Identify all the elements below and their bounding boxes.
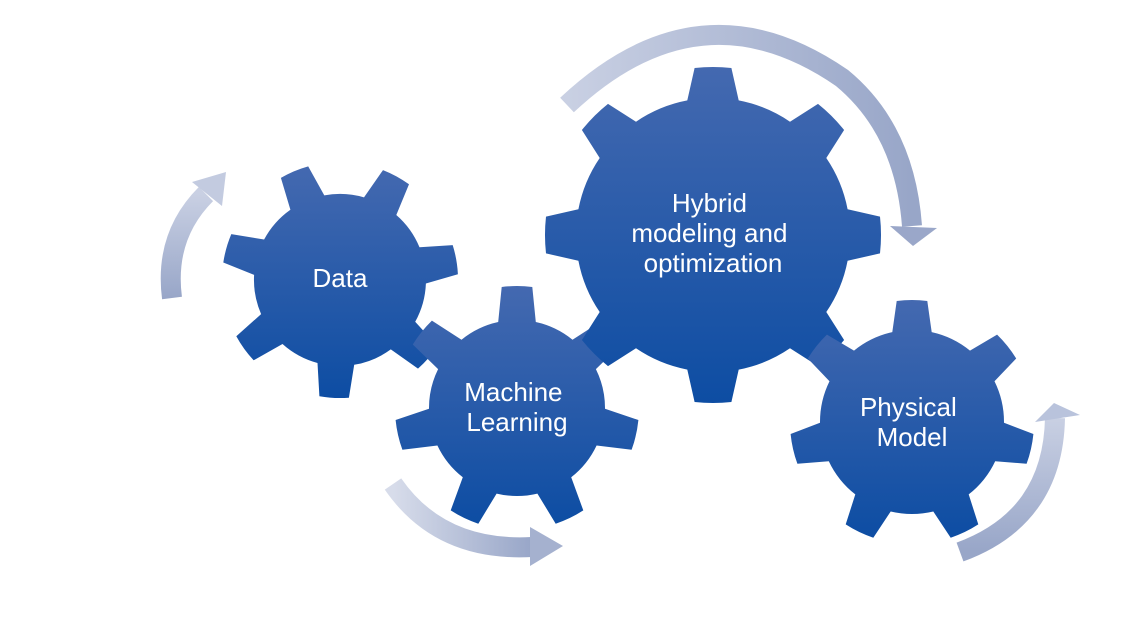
arrow-bottom-icon [384, 478, 563, 566]
gear-machine-learning-icon [395, 286, 639, 524]
cycle-arrows [160, 25, 1080, 566]
gear-labels: Data Machine Learning Hybrid modeling an… [313, 188, 964, 452]
gear-data-icon [223, 166, 458, 399]
gear-label-machine-learning: Machine Learning [464, 377, 570, 437]
arrow-right-icon [956, 403, 1080, 562]
gear-label-data: Data [313, 263, 368, 293]
gear-label-physical-model: Physical Model [860, 392, 964, 452]
arrow-left-icon [160, 172, 226, 300]
gear-label-hybrid: Hybrid modeling and optimization [631, 188, 794, 278]
gear-physical-model-icon [790, 300, 1034, 538]
gear-layer [223, 66, 1034, 538]
gear-hybrid-icon [544, 66, 882, 404]
arrow-top-icon [560, 25, 937, 246]
